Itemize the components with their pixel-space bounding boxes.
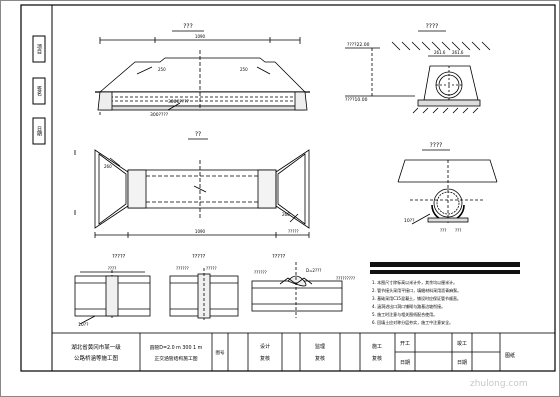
plan-view: ?? 260 260 1090 ?????: [74, 131, 310, 238]
detail-b-title: ?????: [192, 254, 206, 260]
elevation-view: ??? 1090 250 250 3000???? 300????: [95, 23, 310, 118]
left-strip: 项目 签名 日期: [32, 35, 46, 145]
note-6: 6. 回填土应对称分层夯实，施工中注意安全。: [372, 319, 453, 325]
left-strip-box1: 项目: [36, 44, 42, 55]
left-strip-box2: 签名: [36, 85, 42, 97]
notes-block: 1. 本图尺寸除标高以米计外，其余均以厘米计。 2. 管节接头采用平接口，填缝材…: [370, 262, 520, 325]
detail-c-label2: D=2???: [306, 268, 321, 273]
detail-c-label1: ??????: [254, 270, 267, 275]
plan-title: ??: [195, 131, 201, 138]
note-3: 3. 基础采用C15混凝土，铺设时应保证管节顺直。: [372, 295, 461, 301]
note-4: 4. 涵洞进出口洞口铺砌与路基边坡衔接。: [372, 303, 445, 309]
supervision-review-label: 复核: [315, 355, 325, 362]
supervision-label: 监理: [315, 343, 325, 350]
construction-label: 施工: [372, 343, 382, 350]
cross-section-title: ????: [426, 23, 439, 30]
cross-dim2: 261.6: [452, 50, 464, 55]
elevation-label-left: 300????: [150, 112, 169, 118]
drawing-name-line2: 正交涵管结构施工图: [154, 355, 197, 362]
cross-dim1: 261.6: [434, 50, 446, 55]
detail-a-label2: 10??: [78, 322, 89, 328]
svg-text:???: ???: [440, 228, 446, 233]
elevation-label-right: 3000????: [168, 99, 190, 105]
detail-c-label3: ?????????: [336, 276, 355, 281]
construction-review-label: 复核: [372, 355, 382, 362]
detail-b-view: ????? ?????? ?????: [169, 254, 239, 320]
svg-text:???: ???: [455, 228, 461, 233]
detail-b-label2: ?????: [206, 266, 217, 271]
cross-top-left-label: ????22.00: [347, 42, 370, 48]
elevation-top-dim: 1090: [195, 34, 206, 39]
culvert-section-view: ???? 10?? ??? ???: [397, 142, 498, 233]
svg-text:250: 250: [240, 67, 248, 72]
detail-a-label1: ????: [108, 266, 117, 271]
culvert-section-title: ????: [430, 142, 443, 149]
detail-b-label1: ??????: [176, 266, 189, 271]
start-label: 开工: [400, 341, 410, 347]
plan-bottom-dim: 1090: [195, 229, 206, 234]
cross-section-view: ???? ????22.00 261.6 261.6 ????10.00: [345, 23, 491, 114]
project-name-line1: 湖北省黄冈市某一级: [71, 343, 121, 351]
cross-bottom-left-label: ????10.00: [345, 97, 368, 103]
design-label: 设计: [260, 343, 270, 350]
svg-text:250: 250: [158, 67, 166, 72]
plan-bottom-label: ?????: [288, 229, 299, 234]
sheet-label: 图纸: [505, 352, 515, 359]
drawing-name-line1: 圆管D=2.0 m 300 1 m: [150, 344, 203, 351]
detail-c-title: ?????: [272, 254, 286, 260]
title-block: [51, 332, 556, 372]
start-date-label: 日期: [400, 360, 410, 366]
detail-c-view: ????? ?????? D=2??? ?????????: [251, 254, 355, 318]
project-name-line2: 公路桥涵等施工图: [74, 354, 119, 362]
note-5: 5. 施工时注意与相关图纸配合使用。: [372, 311, 437, 317]
note-2: 2. 管节接头采用平接口，填缝材料采用沥青麻絮。: [372, 287, 461, 293]
svg-text:260: 260: [282, 212, 290, 217]
title-block-text: 湖北省黄冈市某一级 公路桥涵等施工图 圆管D=2.0 m 300 1 m 正交涵…: [71, 340, 515, 366]
svg-text:260: 260: [104, 164, 112, 169]
elevation-title: ???: [183, 23, 193, 30]
detail-a-title: ?????: [112, 254, 126, 260]
notes-header-bar: [370, 262, 520, 267]
design-review-label: 复核: [260, 355, 270, 362]
detail-a-view: ????? ???? 10??: [74, 254, 151, 328]
finish-label: 竣工: [457, 340, 467, 347]
drawing-no-label: 图号: [216, 350, 225, 356]
finish-date-label: 日期: [457, 360, 467, 366]
notes-header-bar2: [370, 270, 520, 274]
left-strip-box3: 日期: [36, 126, 42, 137]
note-1: 1. 本图尺寸除标高以米计外，其余均以厘米计。: [372, 279, 457, 285]
culvert-label: 10??: [404, 218, 415, 224]
watermark: zhulong.com: [470, 379, 528, 389]
